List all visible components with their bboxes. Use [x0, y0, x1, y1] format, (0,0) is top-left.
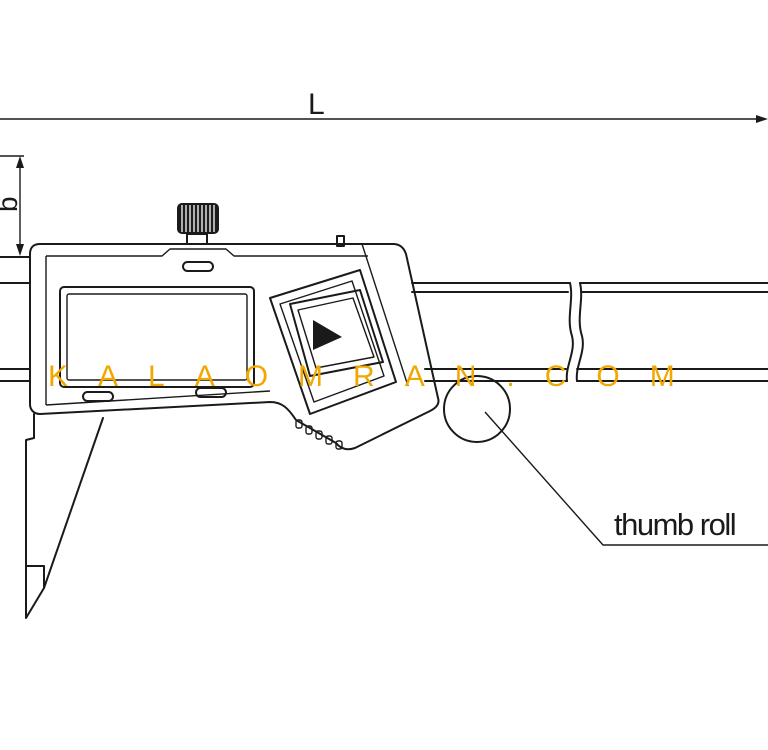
thumb-roll-callout: thumb roll — [484, 411, 768, 546]
depth-pin — [336, 235, 345, 247]
top-slot — [182, 261, 214, 272]
button-panel — [269, 269, 397, 415]
lcd-display — [59, 286, 255, 388]
dimension-l-label: L — [308, 88, 325, 121]
dimension-b: b — [0, 155, 24, 256]
watermark: KALAOMRAN.COM — [48, 360, 705, 393]
bottom-pins — [295, 419, 343, 450]
play-button-icon — [313, 320, 342, 350]
thumb-roll-label: thumb roll — [614, 507, 735, 542]
dimension-b-label: b — [0, 196, 23, 212]
bottom-slot-right — [195, 387, 227, 398]
main-beam — [0, 256, 768, 382]
lock-screw-icon — [177, 203, 219, 245]
slots — [82, 261, 227, 402]
thumb-roller — [443, 375, 511, 443]
bottom-slot-left — [82, 391, 114, 402]
lower-jaw — [25, 413, 104, 619]
dimension-l: L — [0, 88, 768, 123]
